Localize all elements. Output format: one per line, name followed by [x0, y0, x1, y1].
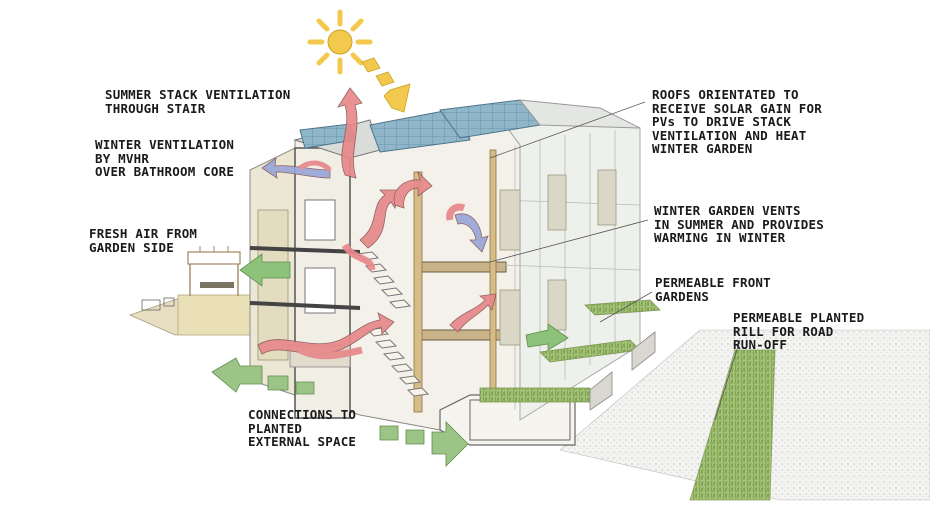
- label-permeable-planted-rill: PERMEABLE PLANTED RILL FOR ROAD RUN-OFF: [733, 311, 864, 352]
- sun-icon: [310, 12, 370, 72]
- label-roofs-orientated: ROOFS ORIENTATED TO RECEIVE SOLAR GAIN F…: [652, 88, 822, 156]
- label-summer-stack-ventilation: SUMMER STACK VENTILATION THROUGH STAIR: [105, 88, 290, 115]
- label-fresh-air: FRESH AIR FROM GARDEN SIDE: [89, 227, 197, 254]
- label-connections-planted-space: CONNECTIONS TO PLANTED EXTERNAL SPACE: [248, 408, 356, 449]
- label-winter-ventilation: WINTER VENTILATION BY MVHR OVER BATHROOM…: [95, 138, 234, 179]
- label-permeable-front-gardens: PERMEABLE FRONT GARDENS: [655, 276, 771, 303]
- solar-gain-arrow: [362, 58, 410, 112]
- label-winter-garden-vents: WINTER GARDEN VENTS IN SUMMER AND PROVID…: [654, 204, 824, 245]
